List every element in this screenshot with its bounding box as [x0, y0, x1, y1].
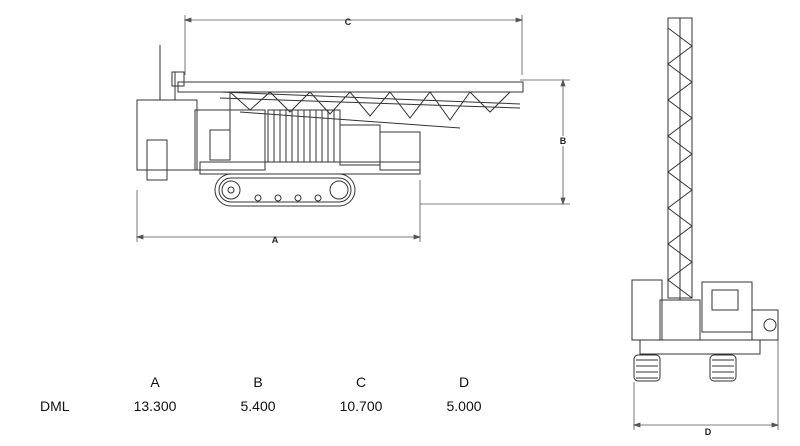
column-header-a: A — [150, 374, 160, 390]
column-header-d: D — [458, 374, 470, 390]
value-a: 13.300 — [133, 398, 177, 414]
dimension-d-line — [632, 340, 780, 430]
dimension-d-label: D — [704, 427, 712, 437]
value-d: 5.000 — [446, 398, 482, 414]
dimension-c-label: C — [344, 17, 352, 27]
crawler-track — [214, 173, 356, 207]
value-b: 5.400 — [240, 398, 276, 414]
horizontal-mast — [177, 81, 524, 160]
row-label-model: DML — [40, 398, 70, 414]
dimension-b-label: B — [559, 136, 567, 146]
dimension-a-line — [135, 180, 422, 242]
dimension-c-line — [183, 15, 524, 75]
front-view-drawing — [631, 17, 779, 382]
column-header-c: C — [355, 374, 367, 390]
column-header-b: B — [253, 374, 263, 390]
dimension-a-label: A — [271, 235, 279, 245]
value-c: 10.700 — [339, 398, 383, 414]
dimension-b-line — [420, 78, 570, 206]
